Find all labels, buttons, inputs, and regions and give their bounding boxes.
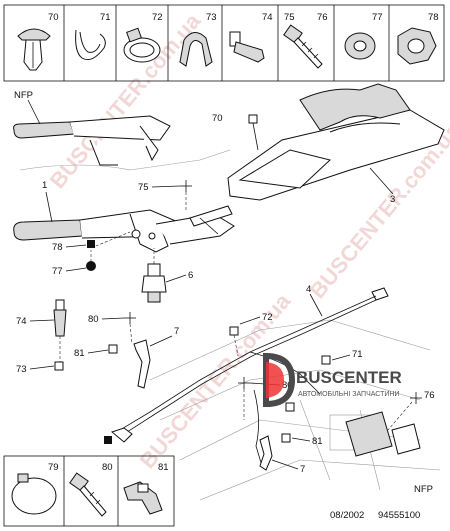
callout-label: 73 [16,364,27,375]
ref-square [229,326,239,336]
bracket-7-lower: 7 [259,435,305,475]
footer-ref-number: 94555100 [378,510,420,521]
fastener-strip-top: 70 71 72 73 74 75 76 77 78 [3,4,445,82]
ref-square-filled [104,436,112,444]
strip-frame [3,455,175,527]
logo-name: BUSCENTER [296,368,402,387]
ref-square [281,433,291,443]
footer-date: 08/2002 [330,510,364,521]
wire-clip-icon [75,29,106,61]
callout-label: 80 [282,380,293,391]
switch-6: 6 [141,248,193,303]
saddle-clip-icon [179,32,213,67]
fastener-number: 70 [48,12,59,23]
watermark-text: BUSCENTER.com.ua [45,8,206,193]
ref-square [285,402,295,412]
callout-label: 81 [74,348,85,359]
callout-label: 7 [300,464,305,475]
clip-bracket-icon [123,481,163,515]
fastener-number: 73 [206,12,217,23]
callout-label: 1 [42,180,47,191]
callout-label: 80 [88,314,99,325]
ref-square [248,114,258,124]
stud-icon [229,31,265,63]
plus-marker [410,392,422,404]
fastener-number: 77 [372,12,383,23]
handbrake-lever: 1 [13,180,235,253]
callout-label: 77 [52,266,63,277]
ref-square [321,355,331,365]
callout-label: 4 [306,284,311,295]
push-clip-icon [17,28,51,71]
fastener-number: 76 [317,12,328,23]
fastener-number: 78 [428,12,439,23]
fastener-number: 79 [48,462,59,473]
cable-tie-icon [11,473,57,515]
ref-square [54,361,64,371]
callout-label: 71 [352,349,363,360]
vehicle-floor-sketch [19,149,441,501]
washer-icon [344,32,376,60]
fastener-strip-bottom: 79 80 81 [3,455,175,527]
callout-label: 78 [52,242,63,253]
nut-icon [397,27,437,65]
callout-label: 76 [424,390,435,401]
plus-marker [238,377,250,389]
bolt-icon [69,472,107,517]
plus-marker [124,312,136,324]
ref-square-filled [87,240,95,248]
hose-clamp-icon [123,27,161,63]
footer-ref: 08/2002 94555100 [330,510,420,521]
callout-label: 7 [174,326,179,337]
callout-label: 70 [212,113,223,124]
fastener-number: 81 [158,462,169,473]
bracket-7: 7 [133,326,179,389]
buscenter-logo: BUSCENTER АВТОМОБІЛЬНІ ЗАПЧАСТИНИ [263,352,402,408]
screw-icon [283,24,323,69]
callout-label: NFP [414,484,433,495]
cable-4: 4 [104,284,389,467]
callout-label: 3 [390,194,395,205]
callout-label: 74 [16,316,27,327]
callout-label: 81 [312,436,323,447]
callout-label: NFP [14,90,33,101]
rear-bracket: NFP [345,411,433,495]
callout-label: 75 [138,182,149,193]
fastener-number: 75 [284,12,295,23]
console-cover: 3 70 [212,83,445,205]
stud-74: 74 [16,299,67,337]
fastener-number: 71 [100,12,111,23]
lever-nfp-assembly: NFP [13,90,171,166]
ref-dot [86,261,96,271]
strip-frame [3,4,445,82]
fastener-number: 72 [152,12,163,23]
plus-marker [180,180,192,192]
fastener-number: 74 [262,12,273,23]
logo-tagline: АВТОМОБІЛЬНІ ЗАПЧАСТИНИ [298,391,399,398]
ref-square [108,344,118,354]
callout-label: 6 [188,270,193,281]
fastener-number: 80 [102,462,113,473]
callout-label: 72 [262,312,273,323]
